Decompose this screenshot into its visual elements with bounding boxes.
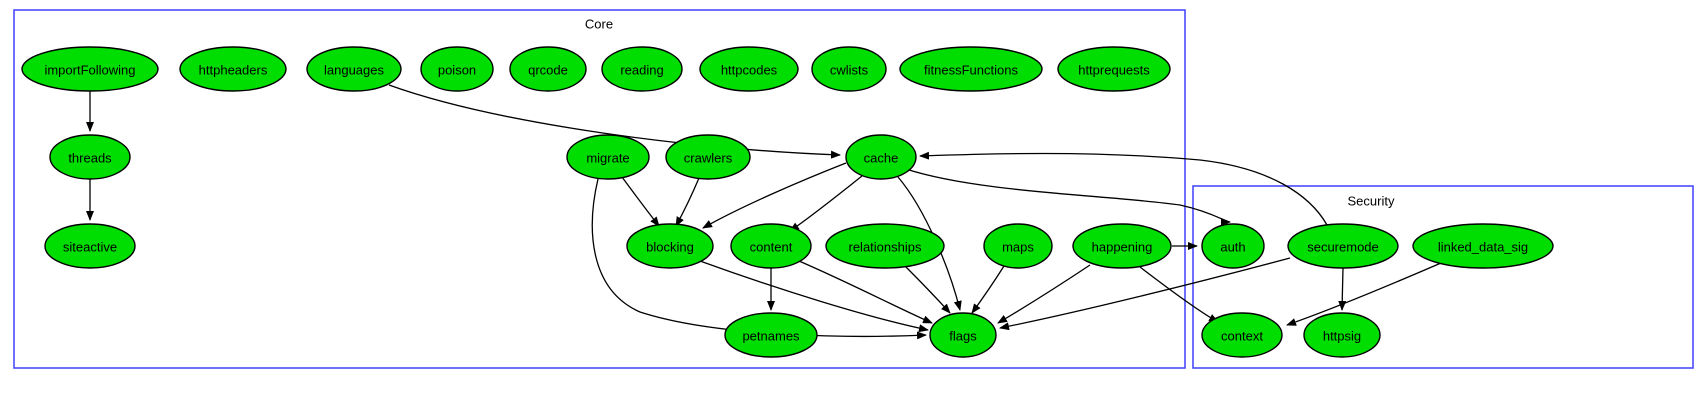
node-crawlers[interactable]: crawlers (665, 134, 751, 180)
edge-content-to-flags (798, 260, 933, 324)
node-shape-cwlists[interactable] (811, 46, 887, 92)
edge-migrate-to-flags (591, 178, 927, 340)
node-languages[interactable]: languages (306, 46, 402, 92)
node-httpsig[interactable]: httpsig (1303, 312, 1381, 358)
node-siteactive[interactable]: siteactive (44, 223, 136, 269)
edge-securemode-to-flags (999, 257, 1291, 331)
node-shape-siteactive[interactable] (44, 223, 136, 269)
node-cwlists[interactable]: cwlists (811, 46, 887, 92)
edge-securemode-to-httpsig (1338, 267, 1347, 311)
edges-layer (86, 84, 1442, 340)
node-shape-auth[interactable] (1201, 223, 1265, 269)
node-shape-content[interactable] (730, 223, 812, 269)
node-httpheaders[interactable]: httpheaders (179, 46, 287, 92)
node-shape-context[interactable] (1201, 312, 1283, 358)
node-migrate[interactable]: migrate (566, 134, 650, 180)
nodes-layer: importFollowing httpheaders languages poiso… (21, 46, 1554, 358)
edge-happening-to-context (1139, 266, 1219, 323)
edge-maps-to-flags (971, 265, 1005, 314)
node-shape-httpsig[interactable] (1303, 312, 1381, 358)
edge-crawlers-to-blocking (675, 177, 700, 227)
edge-cache-to-content (789, 175, 863, 232)
node-shape-crawlers[interactable] (665, 134, 751, 180)
node-blocking[interactable]: blocking (626, 223, 714, 269)
node-shape-blocking[interactable] (626, 223, 714, 269)
node-shape-reading[interactable] (601, 46, 683, 92)
node-shape-importFollowing[interactable] (21, 46, 159, 92)
edge-relationships-to-flags (904, 265, 951, 314)
node-reading[interactable]: reading (601, 46, 683, 92)
node-shape-flags[interactable] (929, 312, 997, 358)
node-flags[interactable]: flags (929, 312, 997, 358)
node-shape-poison[interactable] (420, 46, 494, 92)
node-relationships[interactable]: relationships (825, 223, 945, 269)
cluster-label-core: Core (585, 16, 613, 31)
node-httprequests[interactable]: httprequests (1057, 46, 1171, 92)
node-auth[interactable]: auth (1201, 223, 1265, 269)
node-qrcode[interactable]: qrcode (509, 46, 587, 92)
edge-blocking-to-flags (699, 260, 929, 333)
node-importFollowing[interactable]: importFollowing (21, 46, 159, 92)
cluster-label-security: Security (1348, 193, 1395, 208)
node-httpcodes[interactable]: httpcodes (699, 46, 799, 92)
node-shape-httpcodes[interactable] (699, 46, 799, 92)
node-shape-relationships[interactable] (825, 223, 945, 269)
node-shape-httprequests[interactable] (1057, 46, 1171, 92)
edge-happening-to-flags (997, 264, 1091, 324)
node-petnames[interactable]: petnames (724, 312, 818, 358)
edge-linked_data_sig-to-context (1286, 262, 1442, 326)
cluster-security: Security (1192, 185, 1694, 369)
node-happening[interactable]: happening (1072, 223, 1172, 269)
node-securemode[interactable]: securemode (1287, 223, 1399, 269)
node-shape-fitnessFunctions[interactable] (899, 46, 1043, 92)
cluster-core: Core (13, 9, 1186, 369)
edge-migrate-to-blocking (621, 176, 660, 227)
node-shape-languages[interactable] (306, 46, 402, 92)
cluster-border-core (13, 9, 1186, 369)
node-shape-threads[interactable] (49, 134, 131, 180)
node-maps[interactable]: maps (983, 223, 1053, 269)
cluster-border-security (1192, 185, 1694, 369)
edge-languages-to-cache (388, 84, 841, 159)
edge-cache-to-auth (905, 168, 1231, 226)
node-threads[interactable]: threads (49, 134, 131, 180)
node-linked_data_sig[interactable]: linked_data_sig (1412, 223, 1554, 269)
node-shape-linked_data_sig[interactable] (1412, 223, 1554, 269)
node-shape-migrate[interactable] (566, 134, 650, 180)
node-fitnessFunctions[interactable]: fitnessFunctions (899, 46, 1043, 92)
edge-securemode-to-cache (919, 151, 1328, 226)
node-cache[interactable]: cache (845, 134, 917, 180)
node-shape-maps[interactable] (983, 223, 1053, 269)
edge-cache-to-blocking (702, 162, 847, 229)
node-shape-petnames[interactable] (724, 312, 818, 358)
node-shape-qrcode[interactable] (509, 46, 587, 92)
node-shape-httpheaders[interactable] (179, 46, 287, 92)
node-context[interactable]: context (1201, 312, 1283, 358)
node-shape-happening[interactable] (1072, 223, 1172, 269)
node-shape-cache[interactable] (845, 134, 917, 180)
node-shape-securemode[interactable] (1287, 223, 1399, 269)
node-content[interactable]: content (730, 223, 812, 269)
node-poison[interactable]: poison (420, 46, 494, 92)
